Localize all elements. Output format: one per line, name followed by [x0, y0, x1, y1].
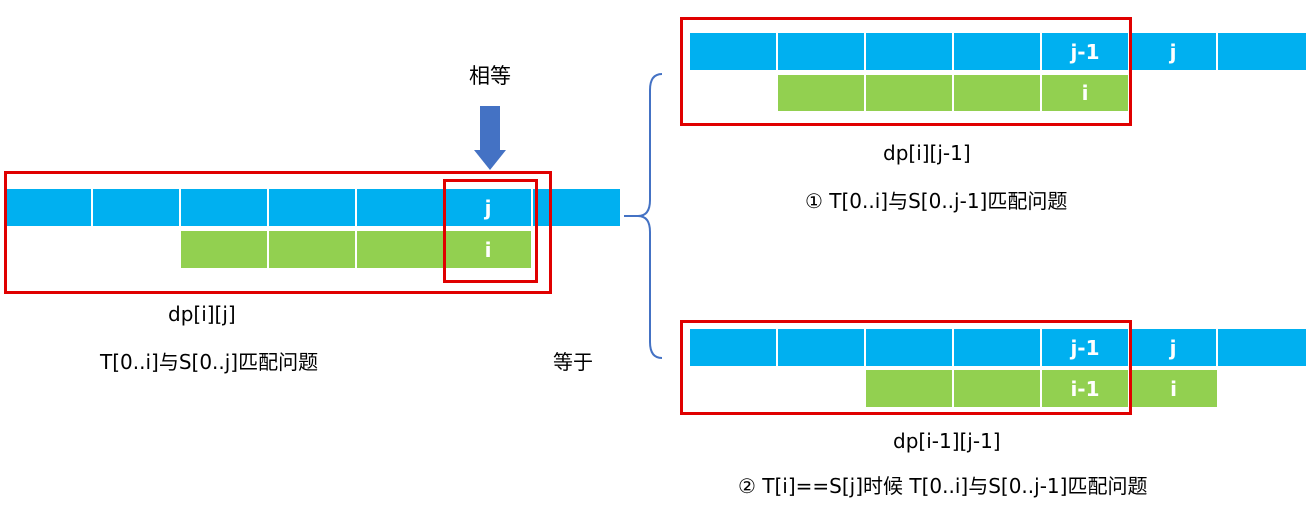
left-top-cell-5: j [445, 189, 533, 226]
left-bottom-cell-3: i [445, 231, 531, 268]
left-bottom-cell-1 [269, 231, 357, 268]
case2-bottom-cell-1 [954, 370, 1042, 407]
case1-desc: ① T[0..i]与S[0..j-1]匹配问题 [805, 189, 1068, 213]
case1-dp-label: dp[i][j-1] [883, 141, 971, 165]
case2-dp-label: dp[i-1][j-1] [893, 429, 1001, 453]
case2-top-cell-4: j-1 [1042, 329, 1130, 366]
left-bottom-cell-2 [357, 231, 445, 268]
case2-top-cell-6 [1218, 329, 1306, 366]
equals-label: 等于 [553, 350, 593, 374]
case1-bottom-cell-3: i [1042, 75, 1128, 111]
case2-top-cell-3 [954, 329, 1042, 366]
left-top-cell-6 [533, 189, 620, 226]
left-dp-label: dp[i][j] [168, 302, 236, 326]
case1-bottom-cell-2 [954, 75, 1042, 111]
left-top-cell-1 [93, 189, 181, 226]
case1-bottom-cell-0 [778, 75, 866, 111]
down-arrow-icon [474, 106, 506, 170]
left-bottom-cell-0 [181, 231, 269, 268]
left-top-cell-0 [5, 189, 93, 226]
case1-top-cell-0 [690, 33, 778, 70]
left-top-cell-2 [181, 189, 269, 226]
arrow-label: 相等 [469, 64, 511, 88]
case2-top-cell-2 [866, 329, 954, 366]
case2-top-cell-0 [690, 329, 778, 366]
case1-top-cell-2 [866, 33, 954, 70]
left-outer-highlight [4, 171, 552, 294]
left-top-cell-3 [269, 189, 357, 226]
left-desc: T[0..i]与S[0..j]匹配问题 [100, 350, 319, 374]
case2-highlight [680, 320, 1132, 415]
brace-icon [624, 73, 663, 359]
case1-top-cell-5: j [1130, 33, 1218, 70]
case2-desc: ② T[i]==S[j]时候 T[0..i]与S[0..j-1]匹配问题 [738, 474, 1148, 498]
left-ij-highlight [443, 179, 538, 283]
case2-bottom-cell-0 [866, 370, 954, 407]
case1-top-cell-1 [778, 33, 866, 70]
case2-bottom-cell-3: i [1130, 370, 1217, 407]
case2-top-cell-5: j [1130, 329, 1218, 366]
case2-bottom-cell-2: i-1 [1042, 370, 1130, 407]
case1-top-cell-3 [954, 33, 1042, 70]
case2-top-cell-1 [778, 329, 866, 366]
case1-top-cell-6 [1218, 33, 1306, 70]
case1-bottom-cell-1 [866, 75, 954, 111]
case1-highlight [680, 17, 1132, 126]
